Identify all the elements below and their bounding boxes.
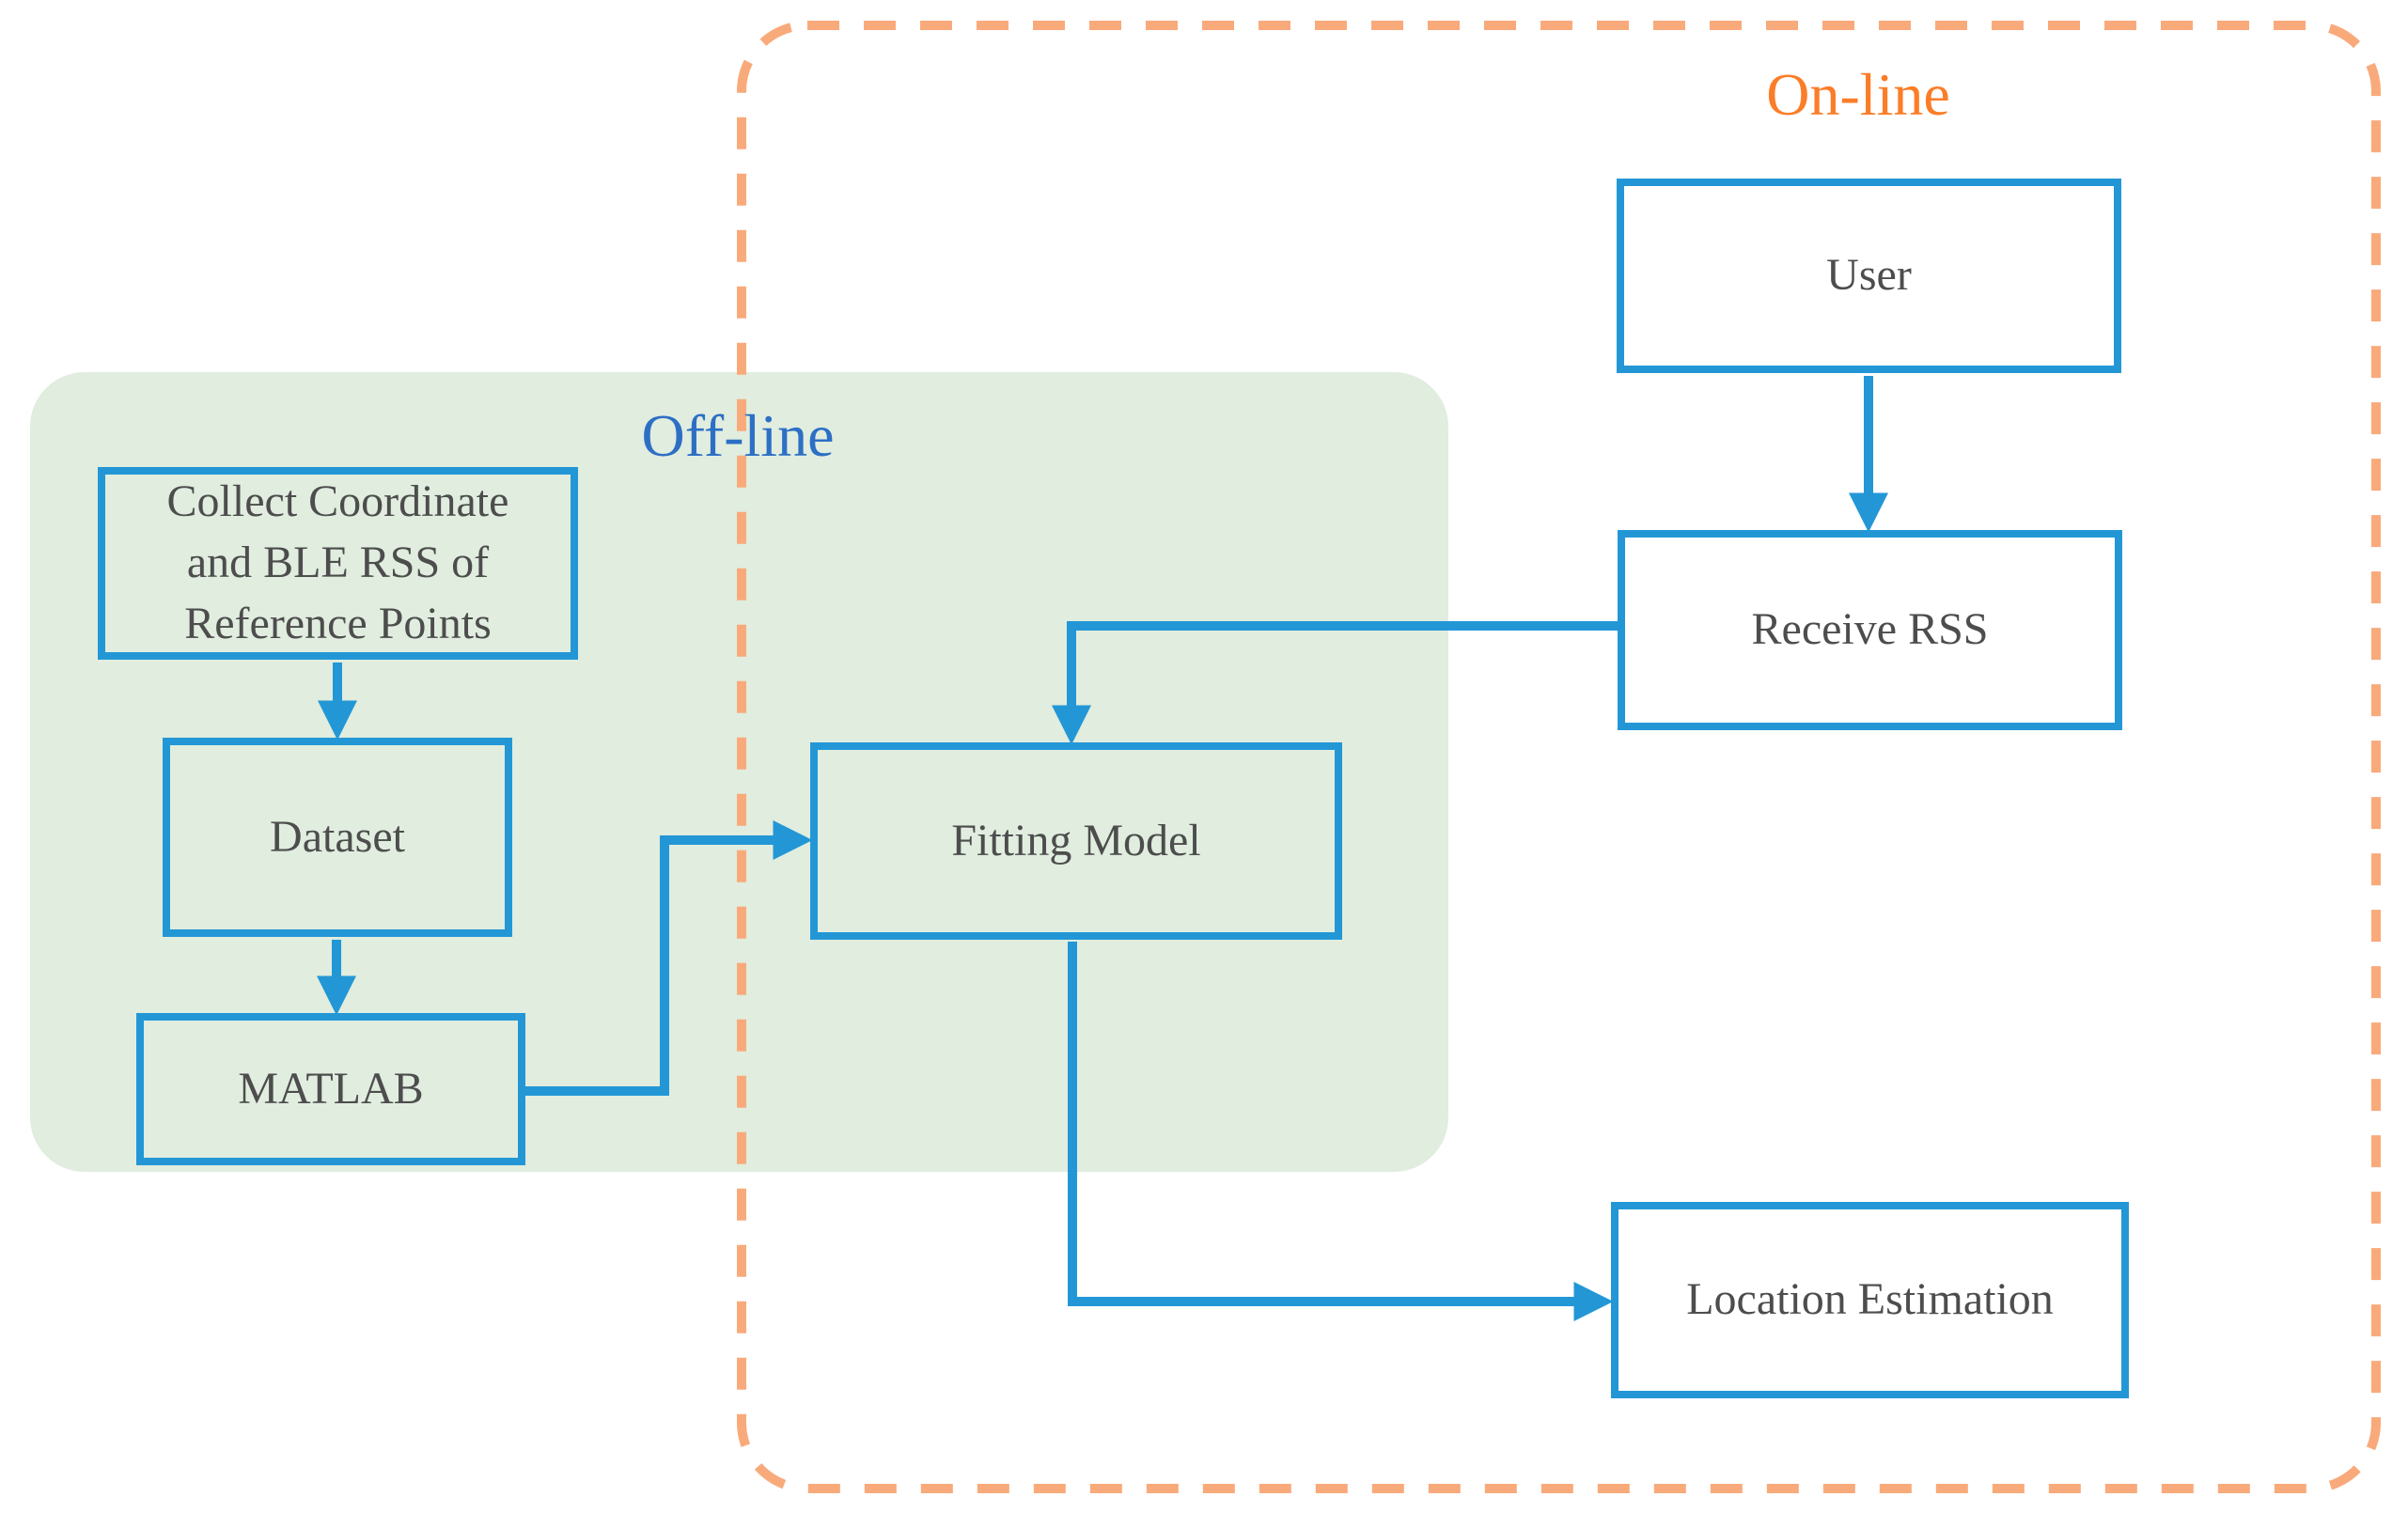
offline-region-label: Off-line [641, 402, 835, 469]
node-matlab: MATLAB [136, 1013, 525, 1165]
arrow-matlab-to-fitting-model [525, 820, 813, 1096]
node-fitting-model: Fitting Model [810, 742, 1342, 940]
online-region-dashed-border [737, 21, 2381, 1493]
node-receive-rss: Receive RSS [1618, 530, 2122, 730]
arrow-fitting-model-to-location-estimation [1068, 942, 1614, 1321]
offline-region-background [30, 372, 1448, 1172]
online-region-label: On-line [1766, 61, 1950, 128]
arrow-receive-rss-to-fitting-model [1052, 621, 1618, 745]
node-dataset: Dataset [163, 738, 512, 937]
node-location-estimation: Location Estimation [1611, 1202, 2129, 1398]
node-collect-coordinates: Collect Coordinate and BLE RSS of Refere… [98, 467, 578, 660]
node-user: User [1617, 179, 2121, 373]
